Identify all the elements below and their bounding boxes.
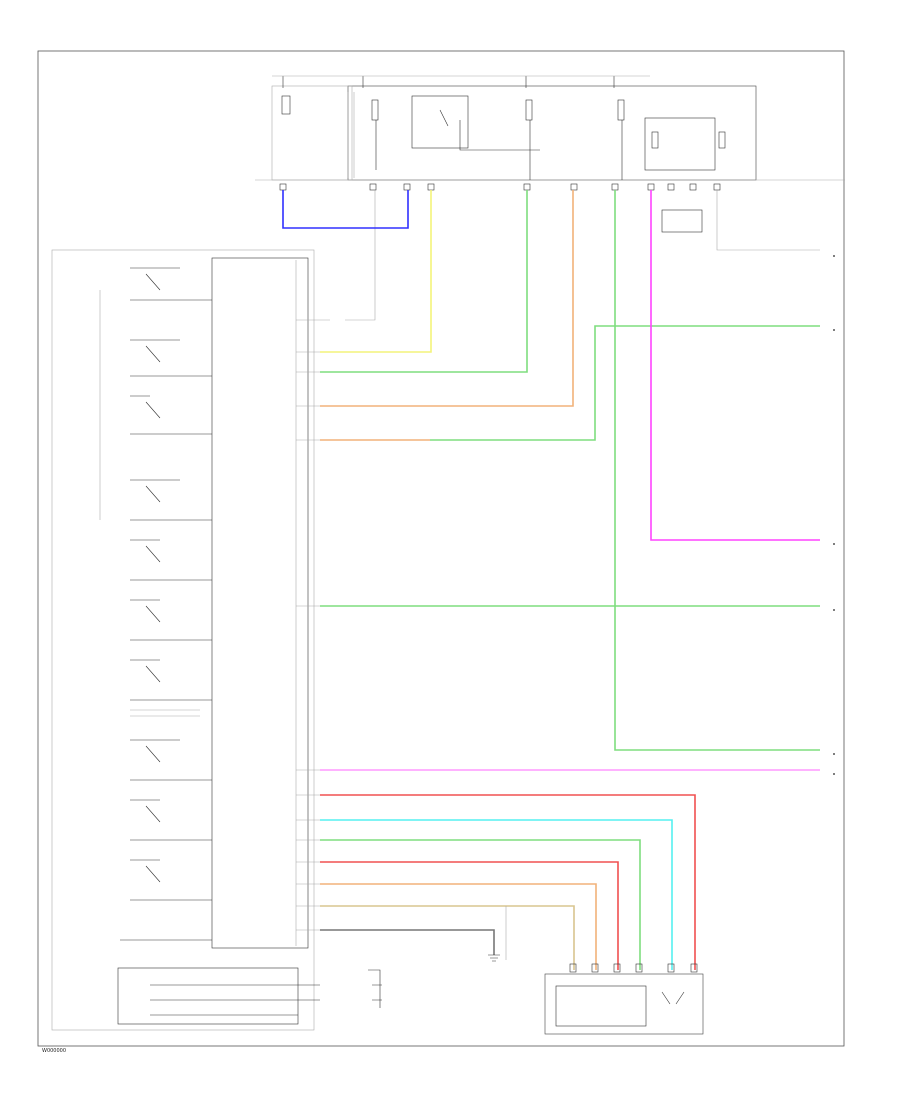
ground-symbols [368,954,500,1008]
relay-1 [411,95,469,149]
control-module [211,257,309,949]
fuse-1 [281,95,291,115]
w-orange-top [320,190,574,407]
fuse-3 [525,99,533,121]
motor-module-inner [555,985,647,1027]
w-yellow [320,190,432,353]
fuse-box-sub-module [661,209,703,233]
diagram-frame [37,50,845,1047]
w-green-long [430,325,820,441]
figure-code: W000000 [42,1048,66,1054]
relay-2 [644,117,716,171]
w-green-right [614,190,820,751]
switch-assembly-outline [51,249,315,1031]
ground-icon [488,954,500,962]
ground-icon [368,969,382,1008]
fuse-5 [651,131,659,149]
switch-assembly [51,249,320,1031]
w-green-bottom [320,839,641,970]
fuse-2 [371,99,379,121]
w-gray [320,929,495,955]
w-green-ign [320,190,528,373]
motor-module-outline [544,973,704,1035]
fuse-box-group [255,75,845,181]
w-orange2 [320,883,597,970]
fuse-box [347,85,757,181]
w-magenta [650,190,820,541]
w-red [320,794,696,970]
fuse-6 [718,131,726,149]
wires [282,190,820,970]
w-red2 [320,861,619,970]
switch-symbols [99,267,212,941]
motor-module [544,963,704,1035]
w-cross-blue [282,190,409,229]
bottom-switch [117,967,299,1025]
w-cyan [320,819,673,970]
fuse-4 [617,99,625,121]
fuse-box-pins [279,183,820,251]
right-terminals [833,255,835,775]
w-tan [320,905,575,970]
fuse-box-left-section [271,85,353,181]
control-module-pins [296,190,376,931]
